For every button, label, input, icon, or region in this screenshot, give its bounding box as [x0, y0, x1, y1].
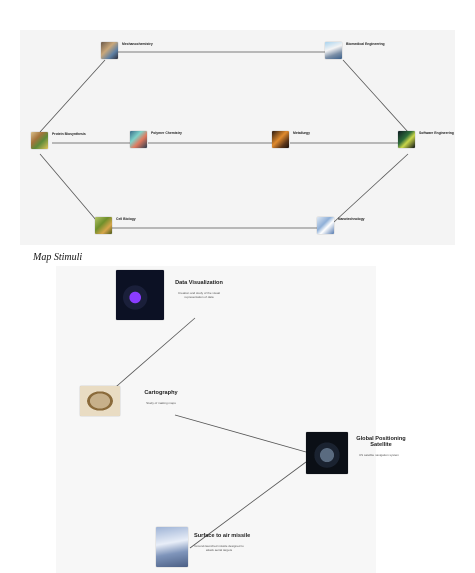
- node-title: Nanotechnology: [338, 217, 365, 221]
- node-title: Global Positioning Satellite: [356, 436, 406, 448]
- node-title: Cell Biology: [116, 217, 136, 221]
- node-title: Surface to air missile: [194, 533, 251, 539]
- node-metallurgy[interactable]: Metallurgy: [272, 131, 310, 148]
- biomedical-engineering-image: [325, 42, 342, 59]
- node-title: Protein Biosynthesis: [52, 132, 86, 136]
- protein-biosynthesis-image: [31, 132, 48, 149]
- node-mechanochemistry[interactable]: Mechanochemistry: [101, 42, 153, 59]
- node-biomedical-engineering[interactable]: Biomedical Engineering: [325, 42, 385, 59]
- figure-caption: Map Stimuli: [33, 252, 83, 263]
- node-title: Software Engineering: [419, 131, 454, 135]
- node-title: Metallurgy: [293, 131, 310, 135]
- node-description: Ground-launched missile designed to atta…: [194, 544, 244, 552]
- metallurgy-image: [272, 131, 289, 148]
- node-nanotechnology[interactable]: Nanotechnology: [317, 217, 365, 234]
- software-engineering-image: [398, 131, 415, 148]
- node-polymer-chemistry[interactable]: Polymer Chemistry: [130, 131, 182, 148]
- gps-satellite-image: [306, 432, 348, 474]
- data-visualization-image: [116, 270, 164, 320]
- node-title: Cartography: [144, 390, 178, 396]
- node-title: Mechanochemistry: [122, 42, 153, 46]
- node-cartography[interactable]: Cartography Study of making maps: [80, 386, 186, 416]
- surface-to-air-missile-image: [156, 527, 188, 567]
- node-cell-biology[interactable]: Cell Biology: [95, 217, 136, 234]
- node-title: Biomedical Engineering: [346, 42, 385, 46]
- node-title: Polymer Chemistry: [151, 131, 182, 135]
- node-gps-satellite[interactable]: Global Positioning Satellite US satellit…: [306, 432, 408, 474]
- node-title: Data Visualization: [175, 280, 223, 286]
- node-data-visualization[interactable]: Data Visualization Creation and study of…: [116, 270, 224, 320]
- node-description: Study of making maps: [146, 401, 176, 405]
- polymer-chemistry-image: [130, 131, 147, 148]
- node-description: Creation and study of the visual represe…: [177, 291, 221, 299]
- node-software-engineering[interactable]: Software Engineering: [398, 131, 454, 148]
- mechanochemistry-image: [101, 42, 118, 59]
- node-protein-biosynthesis[interactable]: Protein Biosynthesis: [31, 132, 86, 149]
- node-description: US satellite navigation system: [358, 453, 400, 457]
- cell-biology-image: [95, 217, 112, 234]
- nanotechnology-image: [317, 217, 334, 234]
- node-surface-to-air-missile[interactable]: Surface to air missile Ground-launched m…: [156, 527, 250, 567]
- cartography-image: [80, 386, 120, 416]
